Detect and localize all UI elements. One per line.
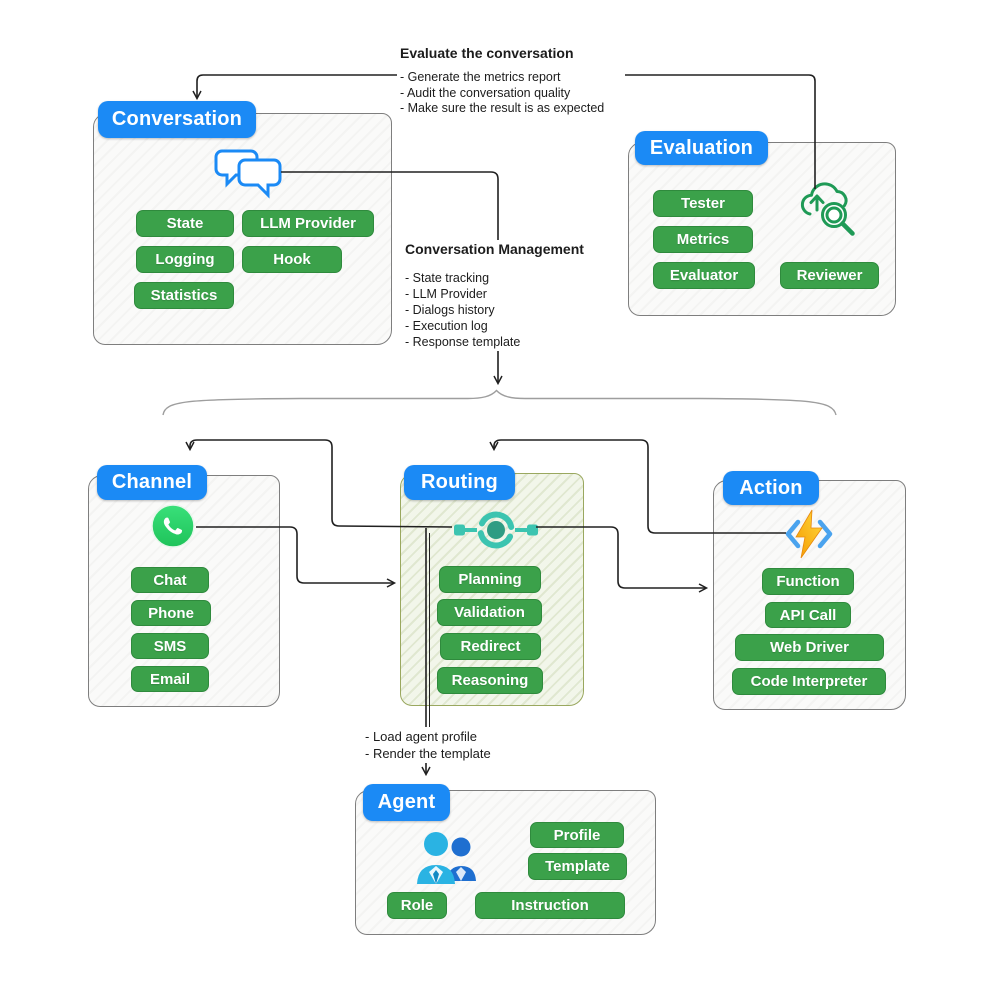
pill-logging: Logging [136, 246, 234, 273]
pill-statistics: Statistics [134, 282, 234, 309]
agent-header: Agent [363, 784, 450, 821]
pill-role: Role [387, 892, 447, 919]
agent-box: Agent Profile Template Role Instruction [355, 784, 656, 935]
conversation-management-line: - LLM Provider [405, 287, 487, 301]
conversation-management-line: - Response template [405, 335, 521, 349]
people-icon [411, 829, 483, 887]
pill-planning: Planning [439, 566, 541, 593]
evaluate-note-line: - Make sure the result is as expected [400, 101, 605, 115]
evaluation-header: Evaluation [635, 131, 768, 165]
conversation-management-line: - State tracking [405, 271, 490, 285]
evaluate-note-line: - Audit the conversation quality [400, 85, 571, 100]
pill-email: Email [131, 666, 209, 692]
pill-reviewer: Reviewer [780, 262, 879, 289]
pill-llm-provider: LLM Provider [242, 210, 374, 237]
evaluation-box: Evaluation Tester Metrics Evaluator Revi… [628, 131, 896, 316]
routing-node-icon [453, 507, 539, 553]
pill-function: Function [762, 568, 854, 595]
evaluate-note-line: - Generate the metrics report [400, 70, 561, 84]
routing-box: Routing Planning Validation Redirect Rea… [400, 465, 584, 706]
cloud-search-icon [796, 181, 858, 243]
action-header: Action [723, 471, 819, 505]
conversation-management-line: - Dialogs history [405, 303, 495, 317]
agent-title: Agent [377, 791, 436, 813]
conversation-box: Conversation State LLM Provider Logging … [93, 101, 392, 345]
pill-validation: Validation [437, 599, 542, 626]
pill-code-interpreter: Code Interpreter [732, 668, 886, 695]
pill-tester: Tester [653, 190, 753, 217]
pill-sms: SMS [131, 633, 209, 659]
routing-title: Routing [421, 471, 498, 493]
conversation-management-title: Conversation Management [405, 241, 584, 257]
channel-header: Channel [97, 465, 207, 500]
agent-note-line: - Load agent profile [365, 729, 478, 744]
group-brace [162, 389, 837, 416]
evaluate-note: Evaluate the conversation - Generate the… [397, 44, 625, 118]
pill-metrics: Metrics [653, 226, 753, 253]
pill-reasoning: Reasoning [437, 667, 543, 694]
function-lightning-icon [784, 509, 834, 559]
pill-profile: Profile [530, 822, 624, 848]
pill-redirect: Redirect [440, 633, 541, 660]
pill-api-call: API Call [765, 602, 851, 628]
pill-chat: Chat [131, 567, 209, 593]
pill-web-driver: Web Driver [735, 634, 884, 661]
conversation-management-line: - Execution log [405, 319, 488, 333]
routing-header: Routing [404, 465, 515, 500]
conversation-management-note: Conversation Management - State tracking… [402, 240, 604, 351]
channel-title: Channel [111, 471, 193, 493]
agent-note: - Load agent profile - Render the templa… [362, 727, 510, 763]
action-box: Action Function API Call Web Driver Code… [713, 471, 906, 710]
pill-evaluator: Evaluator [653, 262, 755, 289]
evaluation-title: Evaluation [649, 136, 754, 159]
pill-hook: Hook [242, 246, 342, 273]
chat-bubbles-icon [214, 148, 284, 200]
pill-phone: Phone [131, 600, 211, 626]
pill-state: State [136, 210, 234, 237]
pill-template: Template [528, 853, 627, 880]
conversation-header: Conversation [98, 101, 256, 138]
evaluate-note-title: Evaluate the conversation [400, 45, 574, 61]
conversation-title: Conversation [111, 108, 243, 130]
channel-box: Channel Chat Phone SMS Email [88, 465, 280, 707]
agent-note-line: - Render the template [365, 746, 491, 761]
whatsapp-icon [151, 504, 195, 548]
pill-instruction: Instruction [475, 892, 625, 919]
action-title: Action [739, 476, 803, 499]
